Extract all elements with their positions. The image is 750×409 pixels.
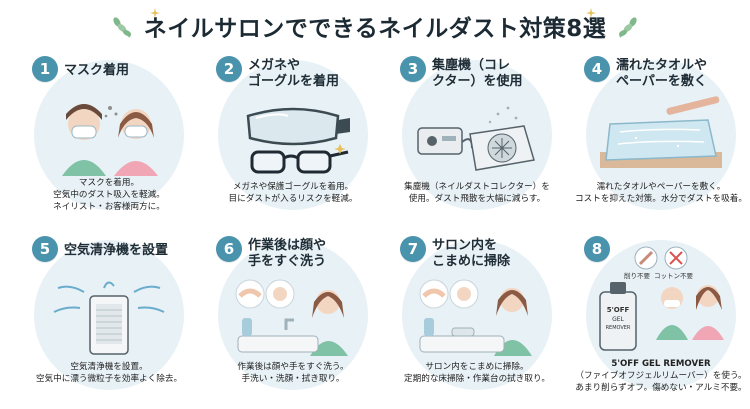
dust-collector-icon [417,106,535,171]
heading-line: 空気清浄機を設置 [64,243,169,258]
heading-line: ゴーグルを着用 [248,74,340,89]
tip-card-mask: 1 マスク着用 マスクを着用。 空気中のダスト吸入を軽減。 ネイリスト・お客様両… [20,52,198,222]
tip-card-air-purifier: 5 空気清浄機を設置 空気清浄機を設置。 空気中に漂う微粒子を効率よく除去。 [20,232,198,402]
description-line: （ファイブオフジェルリムーバー）を使う。 [575,371,747,381]
tip-description: 濡れたタオルやペーパーを敷く。 コストを抑えた対策。水分でダストを吸着。 [572,181,750,205]
description-line: 手洗い・洗顔・拭き取り。 [241,374,345,384]
tip-card-cleaning: 7 サロン内を こまめに掃除 サロン内をこまめに掃除。 定期的な床掃除・作業台の… [388,232,566,402]
description-line: 集塵機（ネイルダストコレクター）を [404,182,550,192]
step-number-badge: 1 [32,56,58,82]
description-line: 目にダストが入るリスクを軽減。 [228,194,358,204]
description-line: 使用。ダスト飛散を大幅に減らす。 [408,194,546,204]
tip-card-dust-collector: 3 集塵機（コレ クター）を使用 集塵機（ネイルダストコレクター）を 使用。ダス… [388,52,566,222]
heading-line: 濡れたタオルや [616,58,708,73]
tip-heading: 濡れたタオルや ペーパーを敷く [616,58,740,90]
description-line: 定期的な床掃除・作業台の拭き取り。 [404,374,550,384]
heading-line: クター）を使用 [432,74,523,89]
heading-line: 手をすぐ洗う [248,254,327,269]
step-number-badge: 5 [32,236,58,262]
tip-card-wet-towel: 4 濡れたタオルや ペーパーを敷く 濡れたタオルやペーパーを敷く。 コストを抑え… [572,52,750,222]
heading-line: メガネや [248,58,301,73]
heading-line: サロン内を [432,238,498,253]
title-row: ネイルサロンでできるネイルダスト対策8選 [0,10,750,42]
step-number-badge: 6 [216,236,242,262]
cleaning-icon [419,279,532,356]
tip-card-gel-remover: 5'OFF GEL REMOVER 削り不要 コットン不要 8 5'OFF GE… [572,232,750,402]
tip-description: 空気清浄機を設置。 空気中に漂う微粒子を効率よく除去。 [20,361,198,385]
bottle-label-line: REMOVER [606,325,631,331]
tip-description: メガネや保護ゴーグルを着用。 目にダストが入るリスクを軽減。 [204,181,382,205]
tip-card-wash: 6 作業後は顔や 手をすぐ洗う 作業後は顔や手をすぐ洗う。 手洗い・洗顔・拭き取… [204,232,382,402]
goggles-icon [246,107,350,174]
description-line: サロン内をこまめに掃除。 [425,362,529,372]
heading-line: 作業後は顔や [248,238,327,253]
tip-card-goggles: 2 メガネや ゴーグルを着用 メガネや保護ゴーグルを着用。 目にダストが入るリス… [204,52,382,222]
illustration-background [34,60,184,210]
bottle-label-line: GEL [612,316,624,323]
description-line: 空気清浄機を設置。 [70,362,148,372]
tip-heading: メガネや ゴーグルを着用 [248,58,372,90]
description-line: 空気中のダスト吸入を軽減。 [53,190,165,200]
page-title: ネイルサロンでできるネイルダスト対策8選 [143,16,607,42]
description-line: あまり削らずオフ。傷めない・アルミ不要。 [575,383,747,393]
bottle-label-line: 5'OFF [607,306,630,314]
description-line: マスクを着用。 [78,178,140,188]
tip-heading: マスク着用 [64,63,188,79]
description-line: 濡れたタオルやペーパーを敷く。 [596,182,726,192]
tip-description: 作業後は顔や手をすぐ洗う。 手洗い・洗顔・拭き取り。 [204,361,382,385]
step-number-badge: 2 [216,56,242,82]
leaf-icon [619,17,637,38]
heading-line: マスク着用 [64,63,130,78]
feature-tag: コットン不要 [654,272,693,280]
sparkle-icon [150,8,160,18]
heading-line: ペーパーを敷く [616,74,707,89]
tips-grid: 1 マスク着用 マスクを着用。 空気中のダスト吸入を軽減。 ネイリスト・お客様両… [20,52,750,402]
wash-icon [235,279,348,356]
description-line: メガネや保護ゴーグルを着用。 [232,182,354,192]
heading-line: こまめに掃除 [432,254,511,269]
air-purifier-icon [53,281,165,355]
illustration-background [402,240,552,390]
description-line: 作業後は顔や手をすぐ洗う。 [237,362,349,372]
feature-tag: 削り不要 [624,272,650,280]
sparkle-icon [586,8,596,18]
tip-description: サロン内をこまめに掃除。 定期的な床掃除・作業台の拭き取り。 [388,361,566,385]
leaf-icon [113,17,131,38]
tip-description: 5'OFF GEL REMOVER （ファイブオフジェルリムーバー）を使う。 あ… [572,358,750,394]
tip-heading: 作業後は顔や 手をすぐ洗う [248,238,372,270]
tip-heading: 集塵機（コレ クター）を使用 [432,58,556,90]
tip-description: 集塵機（ネイルダストコレクター）を 使用。ダスト飛散を大幅に減らす。 [388,181,566,205]
step-number-badge: 7 [400,236,426,262]
mask-icon [62,104,158,176]
description-line: コストを抑えた対策。水分でダストを吸着。 [575,194,747,204]
wet-towel-icon [600,96,722,168]
description-line: 空気中に漂う微粒子を効率よく除去。 [35,374,183,384]
step-number-badge: 8 [584,236,610,262]
tip-heading: サロン内を こまめに掃除 [432,238,556,270]
step-number-badge: 3 [400,56,426,82]
product-name: 5'OFF GEL REMOVER [611,359,711,369]
step-number-badge: 4 [584,56,610,82]
description-line: ネイリスト・お客様両方に。 [53,202,165,212]
gel-remover-icon: 5'OFF GEL REMOVER [599,246,724,351]
tip-description: マスクを着用。 空気中のダスト吸入を軽減。 ネイリスト・お客様両方に。 [20,177,198,213]
tip-heading: 空気清浄機を設置 [64,243,188,259]
heading-line: 集塵機（コレ [432,58,511,73]
